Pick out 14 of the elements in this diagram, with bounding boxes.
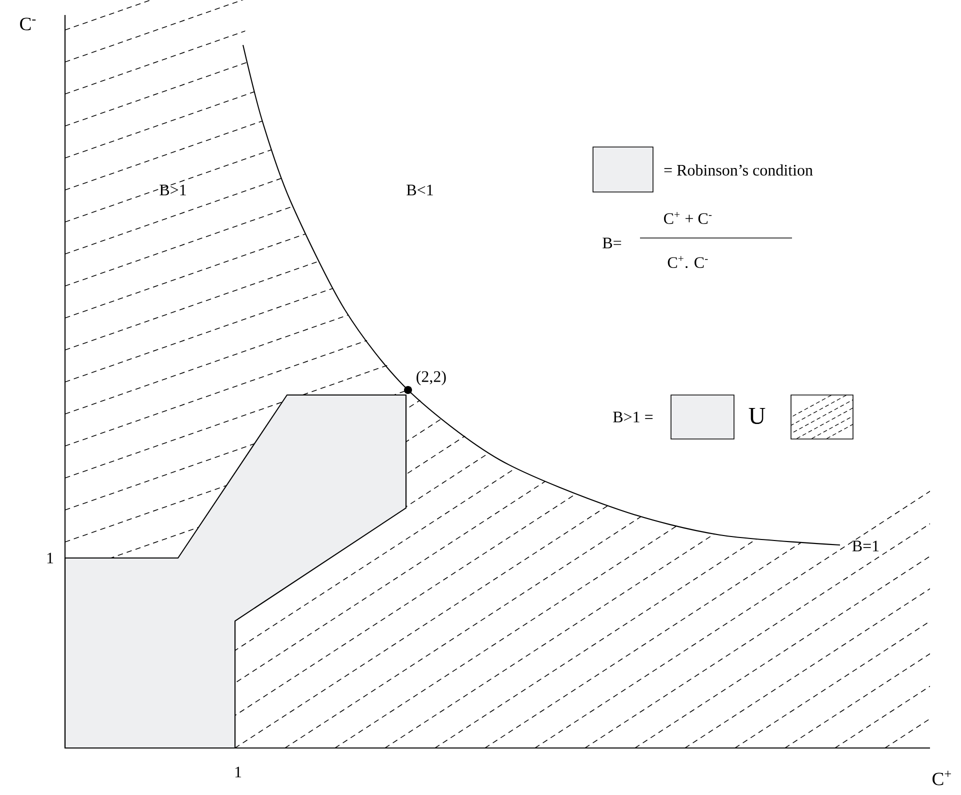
formula-text: C$^{+}$ + C$^{-}$ bbox=[664, 212, 712, 224]
curve-label: B=1 bbox=[852, 540, 879, 552]
axis-label: C$^{-}$ bbox=[20, 18, 36, 30]
tick-label: 1 bbox=[235, 766, 242, 778]
region-label: B<1 bbox=[406, 184, 433, 196]
legend-text: = Robinson’s condition bbox=[664, 164, 813, 176]
point-label: (2,2) bbox=[416, 370, 446, 386]
formula-text: C$^{+}$. C$^{-}$ bbox=[668, 256, 708, 268]
formula-text: B>1 = bbox=[613, 412, 653, 422]
tick-label: 1 bbox=[47, 552, 54, 564]
axis-label: C$^{+}$ bbox=[932, 770, 951, 786]
region-label: B>1 bbox=[160, 184, 186, 196]
union-symbol: U bbox=[748, 408, 766, 424]
formula-text: B= bbox=[602, 238, 622, 248]
